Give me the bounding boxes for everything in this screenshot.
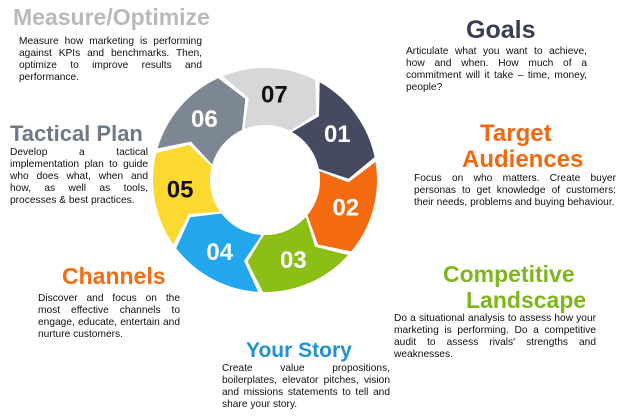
- segment-02: [307, 161, 377, 252]
- segment-05-number: 05: [167, 176, 194, 203]
- target-title-line1: Target: [480, 120, 552, 147]
- competitive-title-line2: Landscape: [466, 287, 587, 313]
- story-title: Your Story: [246, 339, 352, 362]
- story-description: Create value propositions, boilerplates,…: [222, 363, 390, 411]
- goals-title: Goals: [466, 16, 536, 44]
- segment-01: [291, 82, 375, 179]
- segment-06-number: 06: [191, 106, 218, 133]
- goals-description: Articulate what you want to achieve, how…: [406, 46, 587, 94]
- channels-description: Discover and focus on the most effective…: [38, 293, 180, 341]
- segment-05: [153, 144, 220, 245]
- channels-title: Channels: [62, 263, 166, 289]
- segment-02-number: 02: [332, 195, 359, 222]
- segment-01-number: 01: [324, 121, 351, 148]
- competitive-description: Do a situational analysis to assess how …: [394, 313, 596, 361]
- measure-description: Measure how marketing is performing agai…: [19, 36, 202, 84]
- target-description: Focus on who matters. Create buyer perso…: [414, 173, 616, 209]
- tactical-description: Develop a tactical implementation plan t…: [10, 147, 148, 207]
- segment-04: [176, 213, 262, 292]
- segment-04-number: 04: [206, 239, 233, 266]
- tactical-title: Tactical Plan: [10, 121, 143, 146]
- segment-03-number: 03: [280, 247, 307, 274]
- segments-layer: 01 02 03 04 05 06 07: [153, 68, 377, 293]
- segment-07-number: 07: [261, 82, 288, 109]
- competitive-title-line1: Competitive: [443, 261, 575, 287]
- target-title-line2: Audiences: [462, 146, 584, 173]
- measure-title: Measure/Optimize: [13, 4, 210, 30]
- segment-03: [247, 216, 349, 293]
- wheel-center-hole: [210, 125, 320, 235]
- segment-06: [157, 78, 246, 165]
- segment-07: [222, 68, 317, 131]
